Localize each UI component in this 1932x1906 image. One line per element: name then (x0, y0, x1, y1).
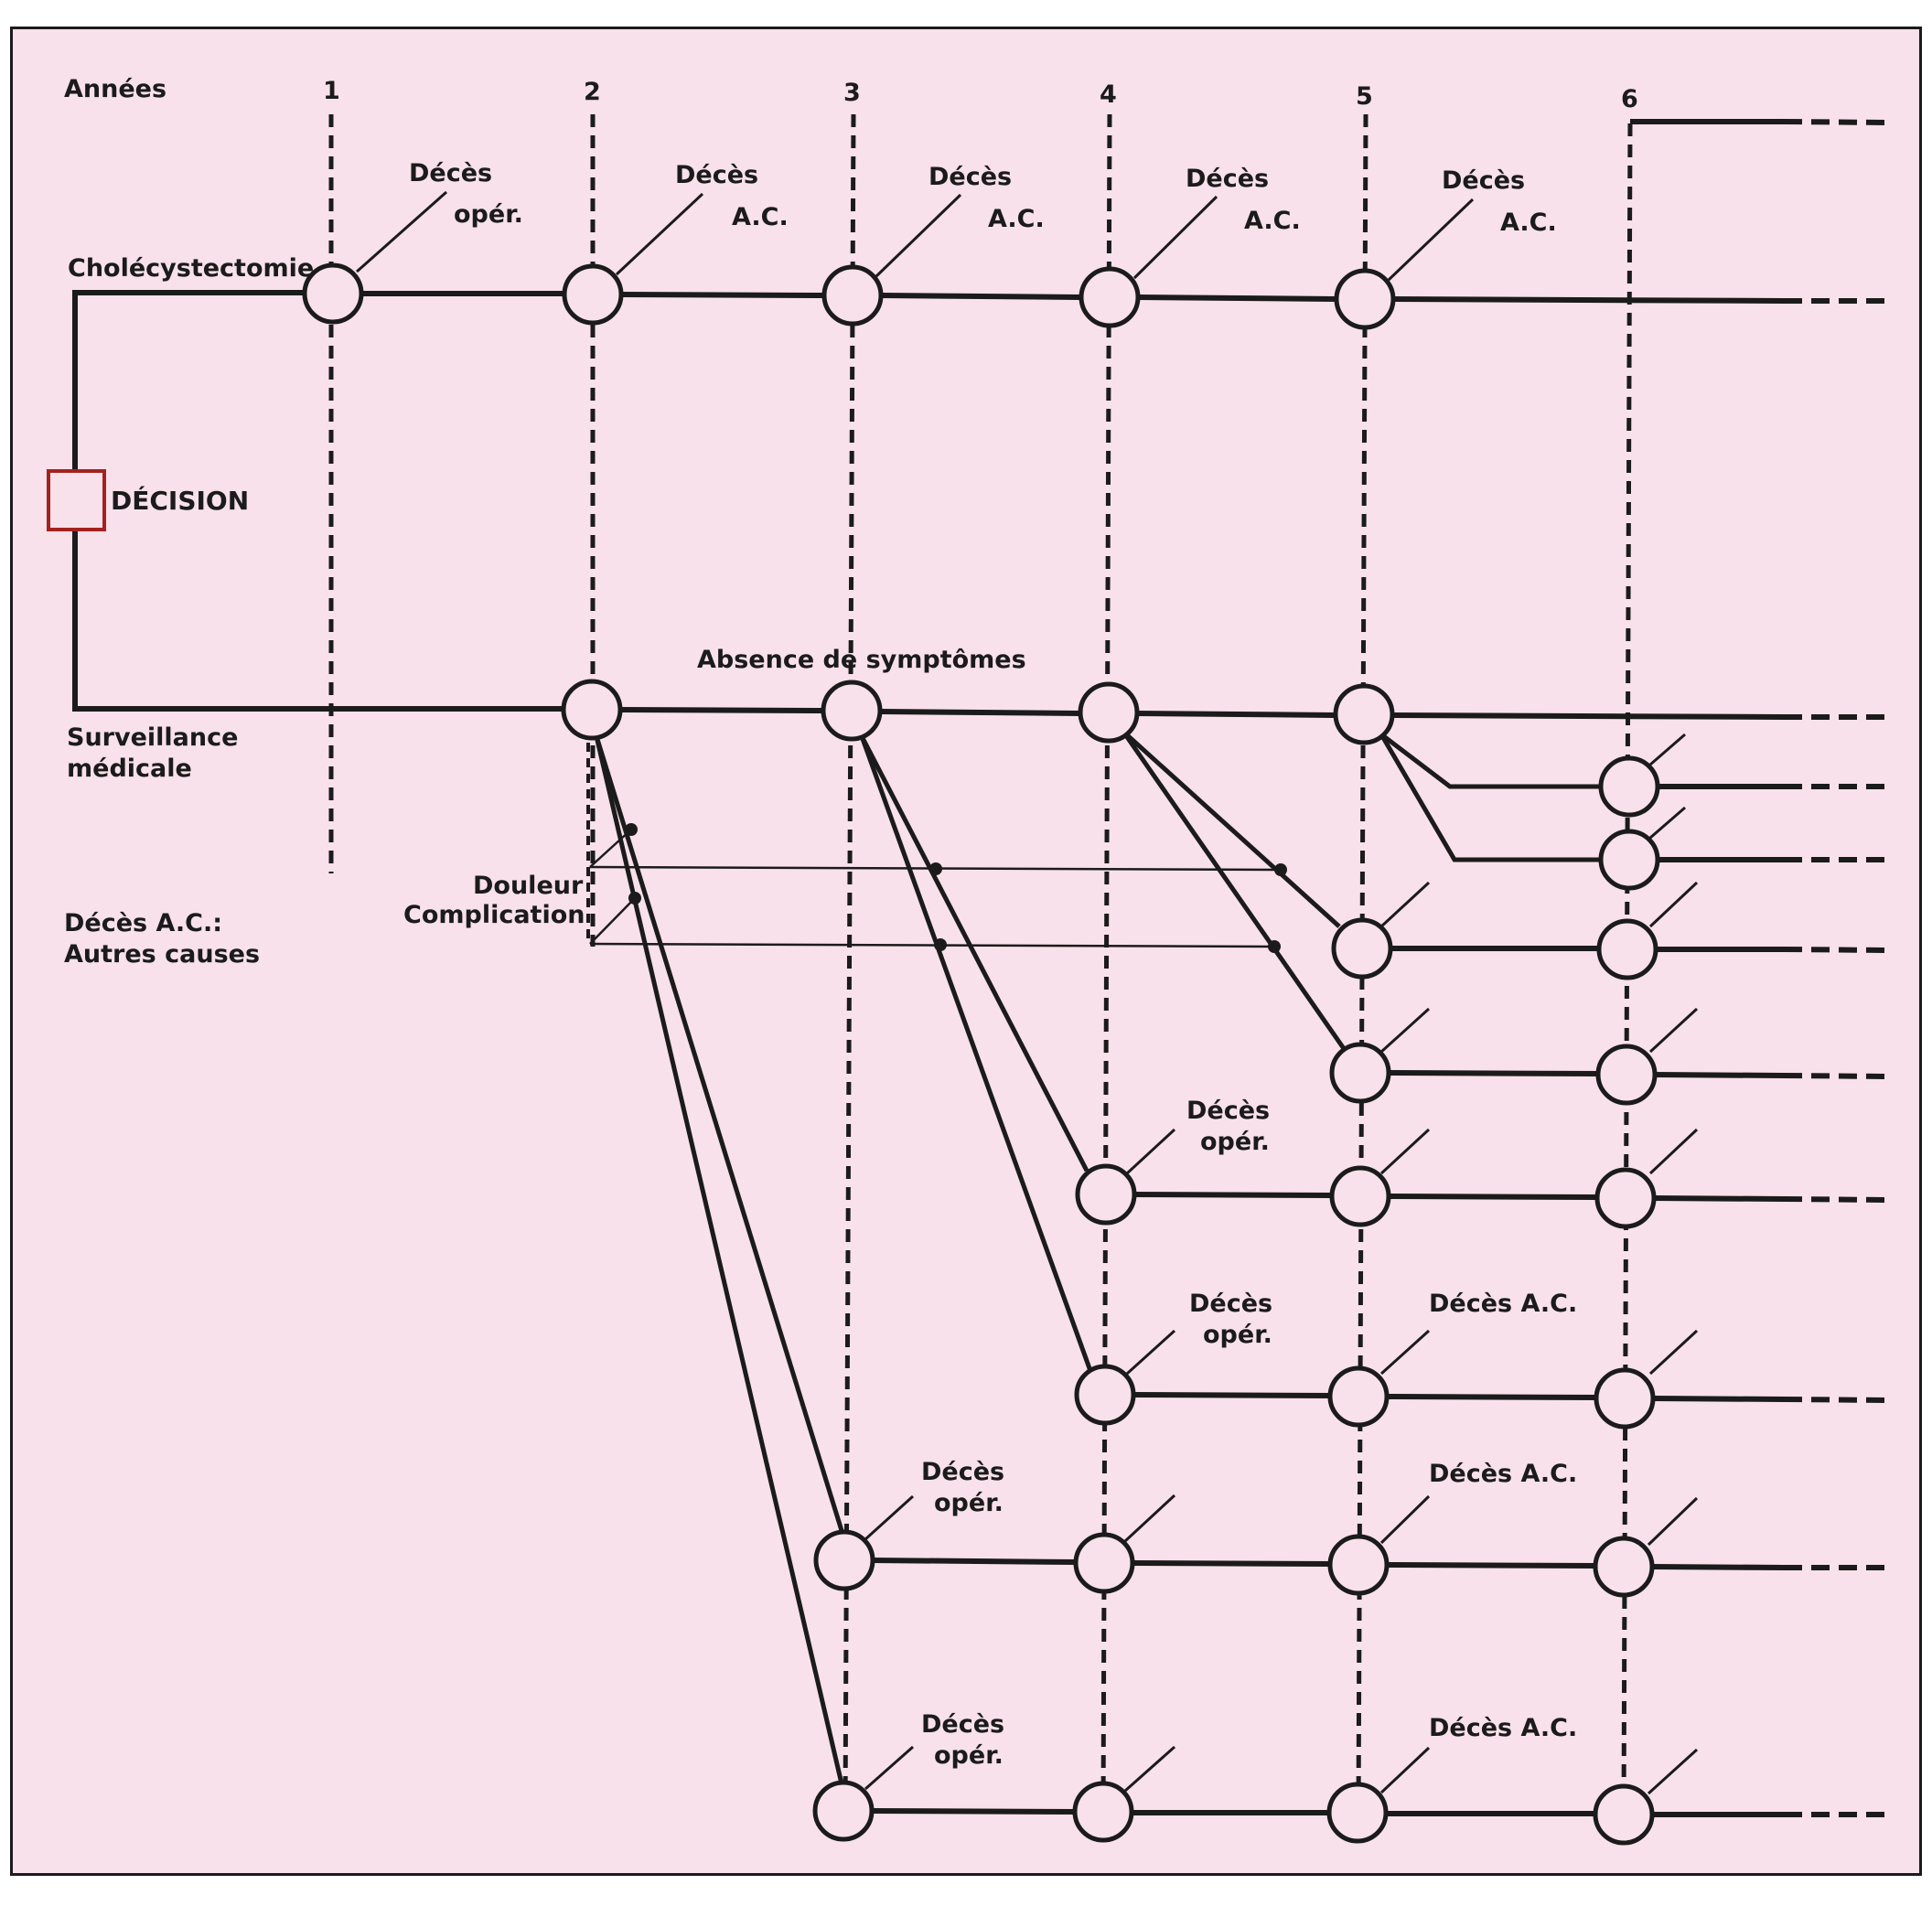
node-row-g-y6 (1593, 1536, 1655, 1598)
decision-label: DÉCISION (111, 485, 249, 516)
ac-label-top-y5: A.C. (1500, 209, 1557, 237)
year-1-label: 1 (323, 77, 340, 105)
node-surgery-y1 (302, 262, 364, 325)
node-row-g-y5 (1327, 1534, 1390, 1596)
node-row-e-y6 (1594, 1167, 1657, 1229)
node-watch-y3 (821, 680, 883, 742)
node-watch-y5 (1333, 683, 1395, 745)
oper-label-row-e: opér. (1200, 1128, 1270, 1156)
ac-label-top-y2: A.C. (732, 203, 789, 231)
node-row-h-y4 (1072, 1781, 1134, 1843)
year-4-label: 4 (1100, 80, 1117, 109)
node-row-g-y3 (813, 1529, 875, 1591)
top-branch-year6 (1630, 119, 1890, 125)
node-surgery-y3 (821, 264, 884, 327)
node-row-f-y4 (1074, 1364, 1136, 1426)
watch-branch-label-line1: Surveillance (67, 723, 238, 752)
pain-label-line1: Douleur (473, 872, 584, 900)
deces-label-top-y5: Décès (1442, 166, 1525, 195)
node-row-h-y6 (1593, 1783, 1655, 1846)
year-guide-4 (1100, 113, 1112, 1816)
node-row-d-y5 (1329, 1042, 1391, 1104)
year-5-label: 5 (1356, 82, 1373, 111)
oper-label-top-y1: opér. (454, 200, 523, 229)
node-row-c-y5 (1331, 917, 1393, 980)
legend-line2: Autres causes (64, 940, 260, 969)
node-surgery-y2 (562, 263, 624, 326)
node-row-a-y6 (1598, 755, 1660, 818)
node-row-f-y6 (1594, 1367, 1656, 1430)
oper-label-row-f: opér. (1203, 1321, 1272, 1349)
year-2-label: 2 (584, 78, 601, 106)
deces-label-row-e: Décès (1186, 1097, 1270, 1125)
labels: Années 1 2 3 4 5 6 DÉCISION Cholécystect… (64, 75, 1638, 1770)
node-row-b-y6 (1598, 829, 1660, 891)
surgery-branch (357, 291, 1889, 304)
diagonal-branches (594, 730, 1603, 1796)
deces-label-row-g: Décès (921, 1458, 1004, 1486)
decision-connector (72, 290, 567, 712)
node-surgery-y4 (1079, 266, 1141, 328)
node-row-h-y5 (1326, 1782, 1389, 1844)
watch-branch-label-line2: médicale (67, 755, 192, 783)
deces-ac-label-row-f: Décès A.C. (1429, 1290, 1577, 1318)
pain-brackets (586, 727, 1283, 948)
death-ticks (356, 190, 1699, 1795)
decision-node (47, 469, 106, 531)
pain-label-line2: Complication (403, 901, 585, 929)
deces-label-row-f: Décès (1189, 1290, 1272, 1318)
no-symptoms-label: Absence de symptômes (697, 646, 1026, 674)
node-row-f-y5 (1327, 1365, 1390, 1428)
node-watch-y4 (1078, 681, 1140, 744)
deces-label-top-y4: Décès (1186, 165, 1269, 193)
deces-label-top-y2: Décès (675, 161, 758, 189)
node-row-g-y4 (1073, 1532, 1135, 1594)
node-surgery-y5 (1334, 268, 1396, 330)
watch-branch (619, 707, 1889, 720)
oper-label-row-g: opér. (934, 1489, 1004, 1517)
deces-label-top-y1: Décès (409, 159, 492, 187)
surgery-branch-label: Cholécystectomie (68, 254, 314, 283)
node-row-e-y5 (1329, 1165, 1391, 1227)
deces-ac-label-row-g: Décès A.C. (1429, 1460, 1577, 1488)
node-row-h-y3 (812, 1780, 875, 1842)
chance-nodes (302, 262, 1660, 1846)
deces-ac-label-row-h: Décès A.C. (1429, 1714, 1577, 1742)
years-label: Années (64, 75, 166, 103)
year-3-label: 3 (843, 79, 861, 107)
node-watch-y2 (561, 679, 623, 741)
node-row-d-y6 (1595, 1044, 1658, 1106)
ac-label-top-y3: A.C. (988, 205, 1045, 233)
node-row-c-y6 (1596, 918, 1658, 980)
deces-label-row-h: Décès (921, 1710, 1004, 1739)
ac-label-top-y4: A.C. (1244, 207, 1301, 235)
deces-label-top-y3: Décès (928, 163, 1012, 191)
node-row-e-y4 (1075, 1163, 1137, 1226)
pain-bracket-dots (625, 823, 1287, 953)
oper-label-row-h: opér. (934, 1741, 1004, 1770)
year-6-label: 6 (1621, 85, 1638, 113)
outcome-rows (872, 784, 1890, 1817)
legend-line1: Décès A.C.: (64, 909, 222, 937)
